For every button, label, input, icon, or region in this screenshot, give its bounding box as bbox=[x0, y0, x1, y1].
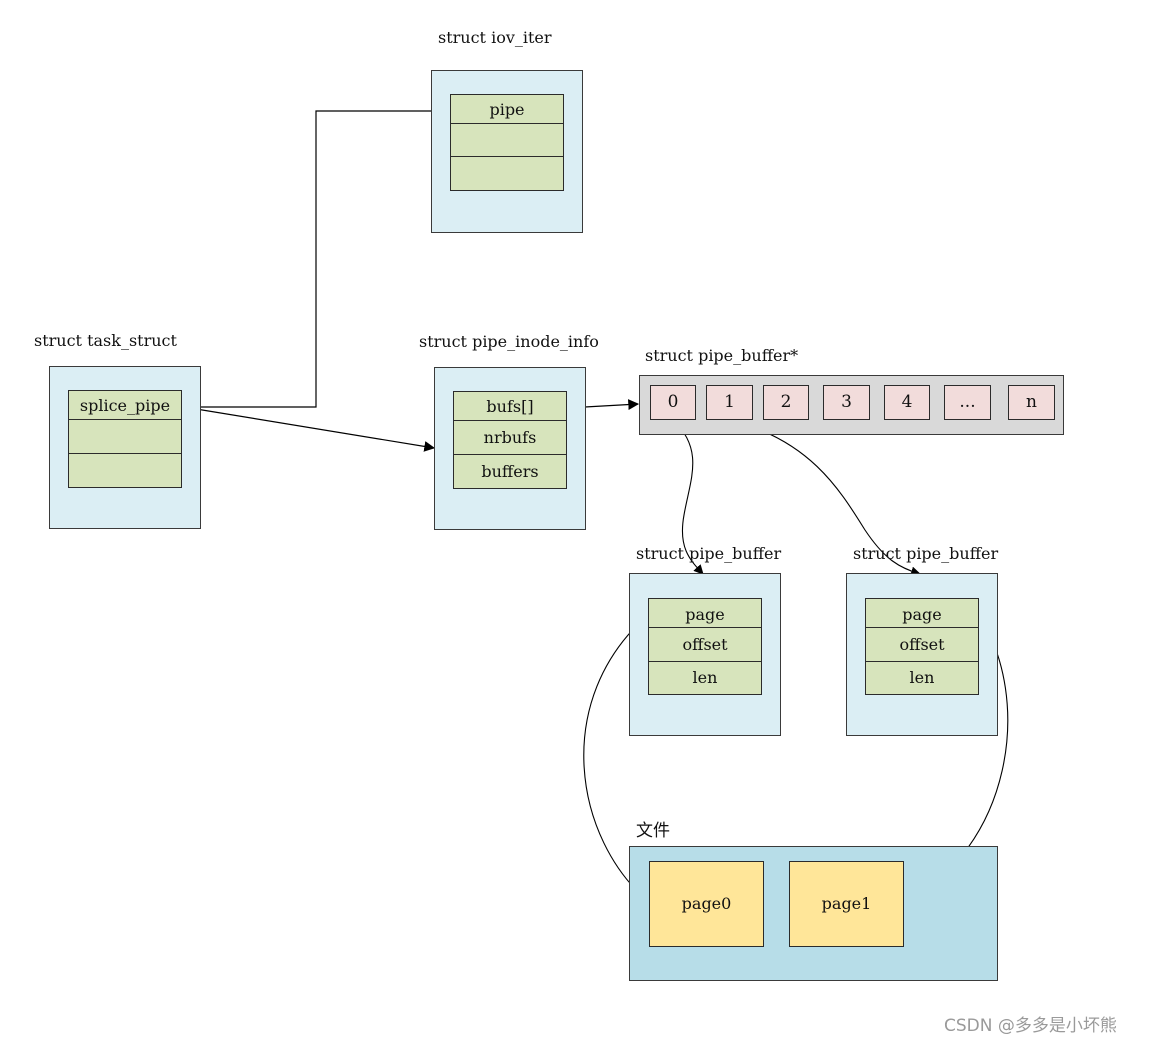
task-struct-field-splice-pipe: splice_pipe bbox=[68, 390, 182, 420]
array-cell-n: n bbox=[1008, 385, 1055, 420]
pipe-buffer-0-field-len: len bbox=[648, 661, 762, 695]
splice-pipe-to-pipe-inode-info-connector bbox=[182, 403, 436, 452]
array-cell-3: 3 bbox=[823, 385, 870, 420]
cell-0-to-pipe-buffer-0-connector bbox=[672, 419, 704, 575]
pipe-inode-info-field-bufs: bufs[] bbox=[453, 391, 567, 421]
iov-iter-field-pipe: pipe bbox=[450, 94, 564, 124]
task-struct-field-empty-1 bbox=[68, 419, 182, 454]
pipe-buffer-1-field-len: len bbox=[865, 661, 979, 695]
array-cell-0: 0 bbox=[650, 385, 696, 420]
page0-block: page0 bbox=[649, 861, 764, 947]
page1-block: page1 bbox=[789, 861, 904, 947]
pipe-buffer-0-title: struct pipe_buffer bbox=[636, 544, 782, 563]
pipe-inode-info-title: struct pipe_inode_info bbox=[419, 332, 599, 351]
array-cell-2: 2 bbox=[763, 385, 809, 420]
pipe-buffer-0-field-offset: offset bbox=[648, 627, 762, 662]
task-struct-field-empty-2 bbox=[68, 453, 182, 488]
pipe-buffer-1-title: struct pipe_buffer bbox=[853, 544, 999, 563]
pipe-buffer-1-field-page: page bbox=[865, 598, 979, 628]
page-to-page0-connector bbox=[583, 613, 650, 903]
iov-iter-title: struct iov_iter bbox=[438, 28, 552, 47]
watermark-text: CSDN @多多是小坏熊 bbox=[944, 1016, 1117, 1036]
pipe-to-splice-pipe-connector bbox=[181, 110, 451, 413]
iov-iter-field-empty-2 bbox=[450, 156, 564, 191]
array-cell-4: 4 bbox=[884, 385, 930, 420]
pipe-inode-info-field-nrbufs: nrbufs bbox=[453, 420, 567, 455]
file-title: 文件 bbox=[636, 821, 670, 841]
task-struct-title: struct task_struct bbox=[34, 331, 177, 350]
cell-1-to-pipe-buffer-1-connector bbox=[729, 419, 921, 577]
array-cell-ellipsis: ... bbox=[944, 385, 991, 420]
array-cell-1: 1 bbox=[706, 385, 753, 420]
pipe-buffer-0-field-page: page bbox=[648, 598, 762, 628]
pipe-buffer-array-title: struct pipe_buffer* bbox=[645, 346, 799, 365]
iov-iter-field-empty-1 bbox=[450, 123, 564, 157]
pipe-inode-info-field-buffers: buffers bbox=[453, 454, 567, 489]
pipe-buffer-1-field-offset: offset bbox=[865, 627, 979, 662]
